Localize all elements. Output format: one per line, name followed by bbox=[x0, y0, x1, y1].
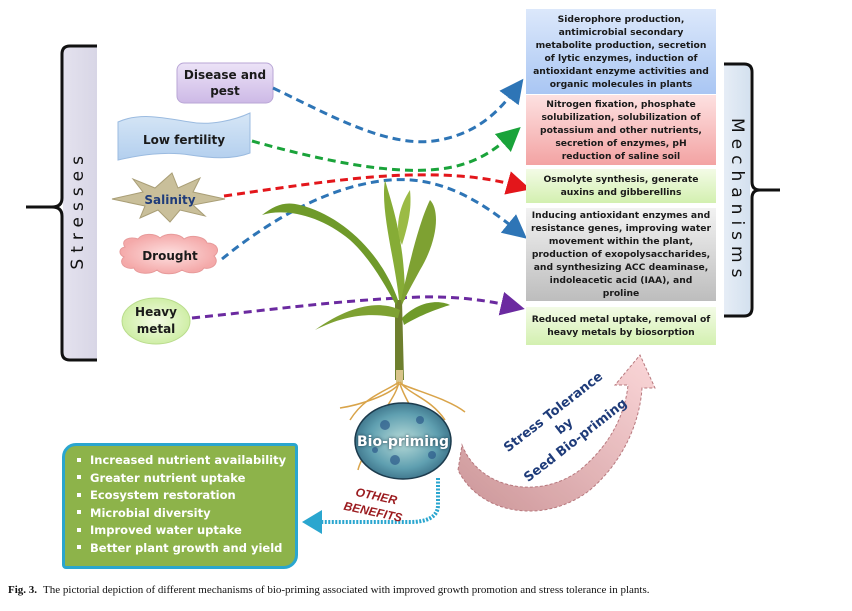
arrow-drought-to-mechanism bbox=[221, 178, 527, 261]
figure-caption-text: The pictorial depiction of different mec… bbox=[43, 584, 650, 596]
bullet-icon bbox=[77, 510, 81, 514]
benefit-text: Increased nutrient availability bbox=[90, 453, 287, 467]
stress-label-disease: Disease and pest bbox=[183, 68, 267, 98]
bullet-icon bbox=[77, 492, 81, 497]
stress-label-heavy-metal: Heavy metal bbox=[135, 305, 177, 336]
stress-shape-drought bbox=[119, 233, 218, 275]
bio-priming-label: Bio-priming bbox=[357, 434, 449, 450]
stress-tolerance-arrow bbox=[457, 354, 656, 512]
mechanism-box-antioxidant: Inducing antioxidant enzymes and resista… bbox=[526, 208, 716, 301]
benefit-item: Improved water uptake bbox=[75, 522, 287, 540]
benefit-text: Better plant growth and yield bbox=[90, 540, 283, 555]
arrow-salinity-to-mechanism bbox=[223, 171, 531, 198]
stress-shape-salinity bbox=[111, 172, 226, 223]
stress-label-low-fertility: Low fertility bbox=[142, 133, 226, 147]
figure-caption: Fig. 3. The pictorial depiction of differ… bbox=[8, 584, 650, 596]
stress-shape-low-fertility bbox=[117, 112, 251, 161]
maize-plant-illustration bbox=[262, 180, 450, 385]
arrow-disease-to-mechanism bbox=[272, 78, 524, 144]
stresses-label: Stresses bbox=[68, 150, 88, 270]
other-benefits-arrow bbox=[320, 478, 440, 524]
mechanism-box-antimicrobial: Siderophore production, antimicrobial se… bbox=[526, 9, 716, 94]
benefit-item: Microbial diversity bbox=[75, 505, 287, 523]
arrow-low-fertility-to-mechanism bbox=[251, 126, 521, 172]
arrow-heavy-metal-to-mechanism bbox=[191, 291, 525, 320]
bio-priming-node bbox=[354, 402, 452, 480]
mechanisms-label: Mechanisms bbox=[727, 118, 747, 284]
benefit-item: Better plant growth and yield bbox=[75, 540, 287, 558]
bullet-icon bbox=[77, 475, 81, 479]
bullet-icon bbox=[77, 527, 81, 532]
benefit-item: Greater nutrient uptake bbox=[75, 470, 287, 488]
benefit-text: Microbial diversity bbox=[90, 505, 211, 520]
benefit-item: Increased nutrient availability bbox=[75, 452, 287, 470]
stress-label-salinity: Salinity bbox=[144, 193, 196, 207]
mechanism-box-nutrient: Nitrogen fixation, phosphate solubilizat… bbox=[526, 95, 716, 165]
bullet-icon bbox=[77, 545, 81, 549]
stresses-bracket bbox=[26, 44, 97, 362]
benefit-text: Ecosystem restoration bbox=[90, 488, 236, 502]
other-benefits-arrowhead bbox=[302, 510, 322, 534]
stress-shape-heavy-metal bbox=[121, 297, 191, 345]
stress-label-drought: Drought bbox=[142, 249, 198, 263]
figure-caption-label: Fig. 3. bbox=[8, 584, 38, 596]
bullet-icon bbox=[77, 457, 81, 462]
benefit-text: Improved water uptake bbox=[90, 523, 242, 537]
benefit-item: Ecosystem restoration bbox=[75, 487, 287, 505]
mechanisms-bracket bbox=[724, 62, 780, 318]
mechanism-box-osmolyte: Osmolyte synthesis, generate auxins and … bbox=[526, 169, 716, 203]
stress-shape-disease bbox=[176, 62, 274, 104]
benefit-text: Greater nutrient uptake bbox=[90, 470, 246, 485]
mechanism-box-heavy-metal: Reduced metal uptake, removal of heavy m… bbox=[526, 307, 716, 345]
